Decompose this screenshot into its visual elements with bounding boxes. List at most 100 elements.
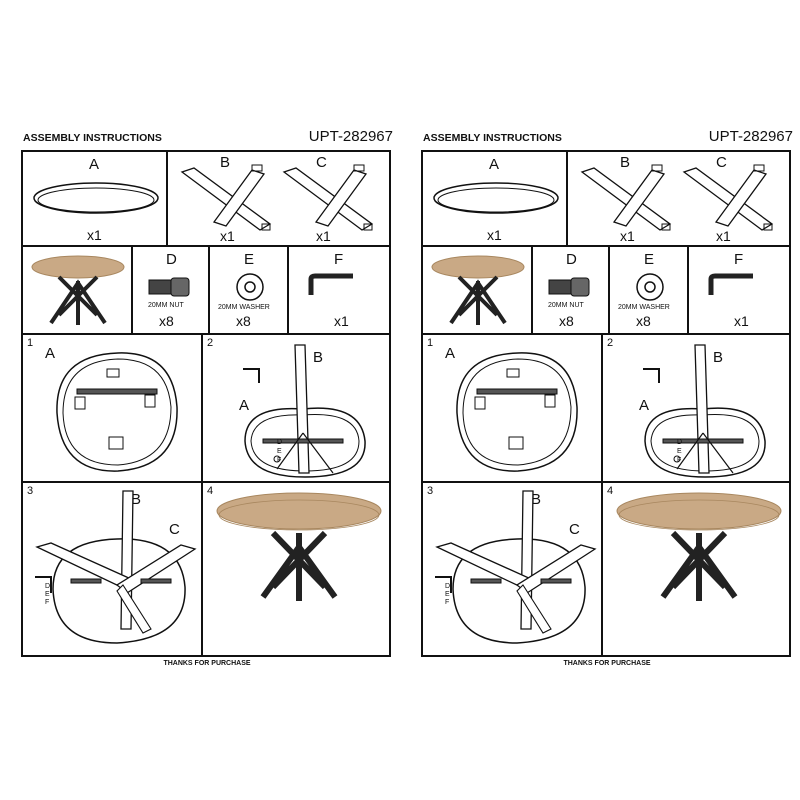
step-1-number: 1 — [27, 337, 34, 349]
step-2-label-f: F — [277, 457, 282, 464]
footer-text: THANKS FOR PURCHASE — [163, 660, 251, 667]
part-d-letter: D — [566, 251, 577, 268]
part-b-letter: B — [220, 154, 231, 171]
part-a-cell: A x1 — [422, 151, 567, 246]
step-3-label-c: C — [569, 521, 580, 538]
part-b-qty: x1 — [620, 228, 635, 244]
part-d-name: 20MM NUT — [548, 302, 584, 309]
step-2-number: 2 — [207, 337, 214, 349]
step-1-number: 1 — [427, 337, 434, 349]
step-2-cell: 2 B A D E F — [602, 334, 790, 482]
step-2-label-b: B — [313, 349, 324, 366]
step-3-label-b: B — [131, 491, 142, 508]
step-3-label-c: C — [169, 521, 180, 538]
step-2-label-e: E — [277, 448, 282, 455]
sheet-title: ASSEMBLY INSTRUCTIONS — [423, 132, 562, 144]
step-1-cell: 1 A — [422, 334, 602, 482]
part-a-qty: x1 — [487, 227, 502, 243]
instruction-sheet-left: ASSEMBLY INSTRUCTIONS UPT-282967 A x1 B … — [21, 128, 393, 673]
step-2-label-d: D — [677, 439, 683, 446]
assembled-table-cell — [422, 246, 532, 334]
step-2-label-d: D — [277, 439, 283, 446]
allen-key-icon — [308, 273, 353, 295]
part-e-cell: E 20MM WASHER x8 — [209, 246, 288, 334]
washer-icon — [636, 273, 664, 301]
part-f-qty: x1 — [334, 313, 349, 329]
step-2-cell: 2 B A D E F — [202, 334, 390, 482]
step-3-label-f: F — [445, 599, 450, 606]
part-a-letter: A — [89, 156, 100, 173]
instruction-frame: A x1 B C x1 x1 — [21, 150, 391, 657]
bolt-icon — [548, 277, 590, 297]
part-c-qty: x1 — [316, 228, 331, 244]
product-code: UPT-282967 — [308, 128, 393, 145]
step-2-label-f: F — [677, 457, 682, 464]
step-3-cell: 3 B C D E F — [422, 482, 602, 656]
step-2-illustration — [643, 344, 766, 478]
sheet-header: ASSEMBLY INSTRUCTIONS UPT-282967 — [21, 128, 393, 148]
step-4-cell: 4 — [602, 482, 790, 656]
leg-b-illustration — [580, 164, 672, 231]
part-b-letter: B — [620, 154, 631, 171]
step-1-cell: 1 A — [22, 334, 202, 482]
step-2-illustration — [243, 344, 366, 478]
leg-c-illustration — [682, 164, 774, 231]
part-f-cell: F x1 — [288, 246, 390, 334]
footer-text: THANKS FOR PURCHASE — [563, 660, 651, 667]
step-1-label-a: A — [45, 345, 56, 362]
part-bc-cell: B C x1 x1 — [567, 151, 790, 246]
part-c-letter: C — [316, 154, 327, 171]
step-3-illustration — [35, 490, 197, 644]
finished-table-illustration — [216, 492, 382, 601]
step-3-cell: 3 B C D E F — [22, 482, 202, 656]
step-1-illustration — [56, 352, 178, 472]
part-e-qty: x8 — [636, 313, 651, 329]
step-3-number: 3 — [427, 485, 434, 497]
part-a-cell: A x1 — [22, 151, 167, 246]
part-d-letter: D — [166, 251, 177, 268]
step-1-label-a: A — [445, 345, 456, 362]
part-d-cell: D 20MM NUT x8 — [532, 246, 609, 334]
assembled-table-cell — [22, 246, 132, 334]
product-code: UPT-282967 — [708, 128, 793, 145]
instruction-frame: A x1 B C x1 x1 — [421, 150, 791, 657]
part-e-cell: E 20MM WASHER x8 — [609, 246, 688, 334]
tabletop-part-illustration — [33, 182, 159, 214]
part-d-qty: x8 — [159, 313, 174, 329]
bolt-icon — [148, 277, 190, 297]
step-3-label-d: D — [445, 583, 451, 590]
sheet-title: ASSEMBLY INSTRUCTIONS — [23, 132, 162, 144]
part-e-letter: E — [244, 251, 255, 268]
assembled-table-illustration — [431, 255, 525, 325]
step-4-number: 4 — [207, 485, 214, 497]
leg-c-illustration — [282, 164, 374, 231]
step-3-illustration — [435, 490, 597, 644]
part-f-letter: F — [734, 251, 744, 268]
part-e-name: 20MM WASHER — [618, 304, 670, 311]
step-3-label-e: E — [45, 591, 50, 598]
sheet-header: ASSEMBLY INSTRUCTIONS UPT-282967 — [421, 128, 793, 148]
step-2-number: 2 — [607, 337, 614, 349]
step-2-label-a: A — [639, 397, 650, 414]
step-2-label-e: E — [677, 448, 682, 455]
step-3-label-b: B — [531, 491, 542, 508]
step-2-label-a: A — [239, 397, 250, 414]
part-d-name: 20MM NUT — [148, 302, 184, 309]
step-2-label-b: B — [713, 349, 724, 366]
step-3-label-e: E — [445, 591, 450, 598]
part-f-letter: F — [334, 251, 344, 268]
part-a-letter: A — [489, 156, 500, 173]
tabletop-part-illustration — [433, 182, 559, 214]
instruction-sheet-right: ASSEMBLY INSTRUCTIONS UPT-282967 A x1 B … — [421, 128, 793, 673]
part-a-qty: x1 — [87, 227, 102, 243]
finished-table-illustration — [616, 492, 782, 601]
washer-icon — [236, 273, 264, 301]
step-1-illustration — [456, 352, 578, 472]
step-4-cell: 4 — [202, 482, 390, 656]
step-3-label-f: F — [45, 599, 50, 606]
part-e-name: 20MM WASHER — [218, 304, 270, 311]
part-d-cell: D 20MM NUT x8 — [132, 246, 209, 334]
part-d-qty: x8 — [559, 313, 574, 329]
part-f-qty: x1 — [734, 313, 749, 329]
assembled-table-illustration — [31, 255, 125, 325]
